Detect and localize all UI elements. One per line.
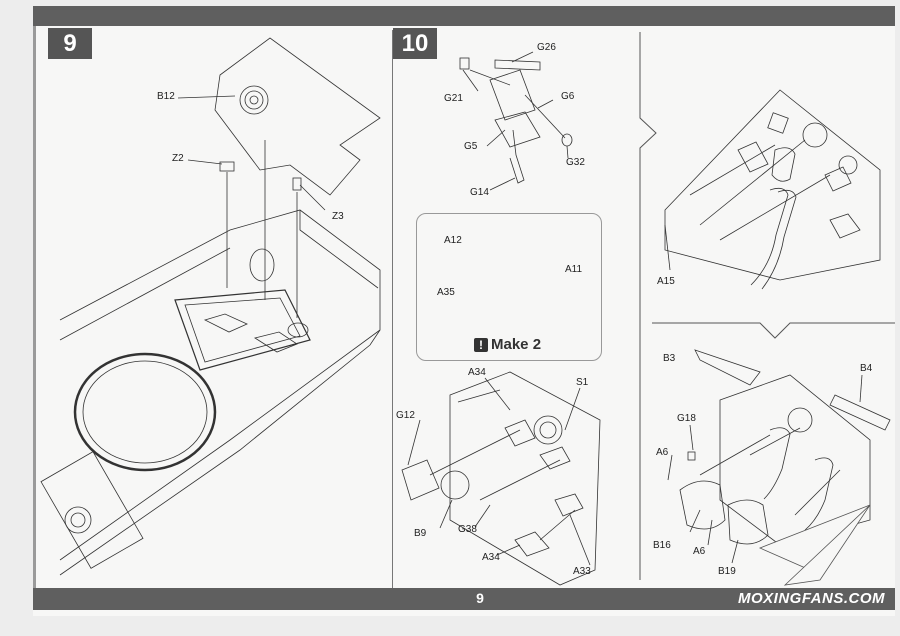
part-label-a33: A33 <box>573 566 591 577</box>
footer-bar <box>33 588 895 610</box>
part-label-g32: G32 <box>566 157 585 168</box>
page-number: 9 <box>476 590 484 606</box>
part-label-g38: G38 <box>458 524 477 535</box>
make-count-note: !Make 2 <box>474 336 541 353</box>
rear-plate-top-drawing <box>664 89 881 290</box>
column-divider <box>392 30 393 588</box>
part-label-g14: G14 <box>470 187 489 198</box>
part-label-a6-right: A6 <box>693 546 706 557</box>
part-label-b16: B16 <box>653 540 671 551</box>
part-label-a11: A11 <box>565 264 583 275</box>
step-10-badge: 10 <box>393 28 437 59</box>
part-label-g6: G6 <box>561 91 575 102</box>
part-label-a34-top: A34 <box>468 367 486 378</box>
page-binding-edge <box>33 6 36 610</box>
part-label-b12: B12 <box>157 91 175 102</box>
watermark-plane-logo <box>758 504 871 586</box>
step-9-badge: 9 <box>48 28 92 59</box>
part-label-g5: G5 <box>464 141 478 152</box>
make-count-text: Make 2 <box>491 336 542 353</box>
part-label-b9: B9 <box>414 528 427 539</box>
part-label-g18: G18 <box>677 413 696 424</box>
bracket-g26-drawing <box>459 57 573 184</box>
part-label-b19: B19 <box>718 566 736 577</box>
header-bar <box>33 6 895 26</box>
hull-drawing <box>40 209 381 576</box>
part-label-a12: A12 <box>444 235 462 246</box>
part-label-g21: G21 <box>444 93 463 104</box>
make-two-subassembly-box <box>416 213 602 361</box>
rear-plate-bottom-drawing <box>679 349 891 546</box>
part-label-a15: A15 <box>657 276 675 287</box>
panel-b12-drawing <box>214 37 381 196</box>
part-label-b4: B4 <box>860 363 873 374</box>
warning-icon: ! <box>474 338 488 352</box>
part-label-g12: G12 <box>396 410 415 421</box>
part-label-z2: Z2 <box>172 153 184 164</box>
part-label-z3: Z3 <box>332 211 344 222</box>
part-label-a6-left: A6 <box>656 447 669 458</box>
engine-deck-drawing <box>401 371 601 586</box>
part-label-s1: S1 <box>576 377 589 388</box>
watermark-text: MOXINGFANS.COM <box>738 590 886 607</box>
part-label-a35: A35 <box>437 287 455 298</box>
part-label-g26: G26 <box>537 42 556 53</box>
part-label-b3: B3 <box>663 353 676 364</box>
part-label-a34-bottom: A34 <box>482 552 500 563</box>
